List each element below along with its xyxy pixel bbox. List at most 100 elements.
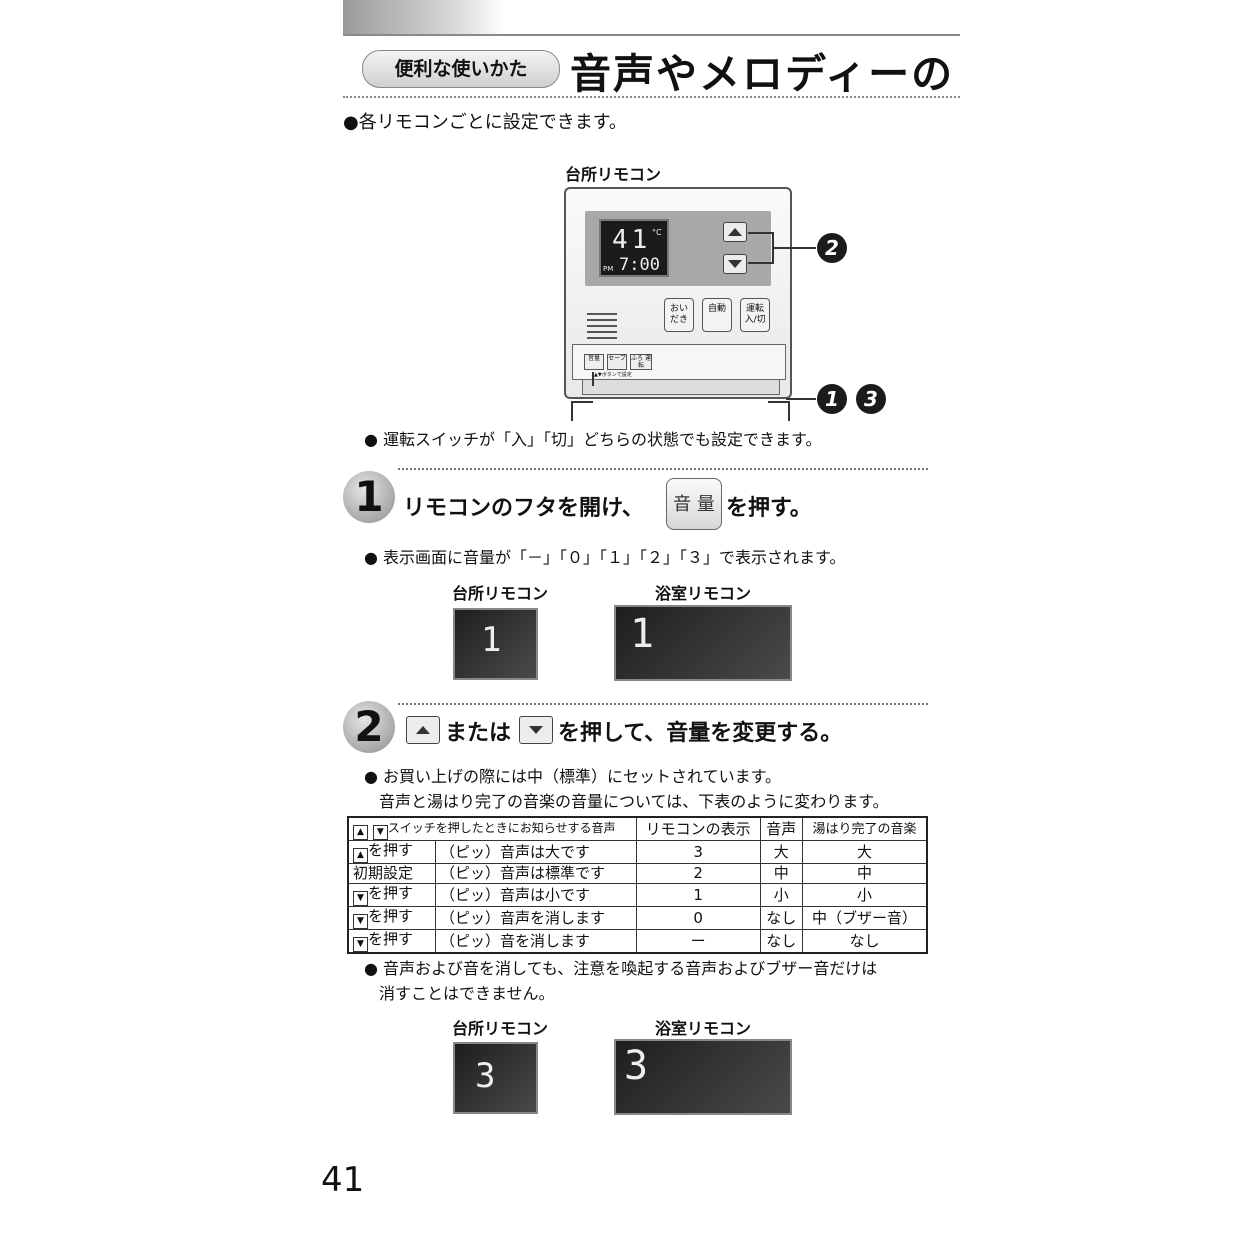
table-header-row: ▲ ▼スイッチを押したときにお知らせする音声 リモコンの表示 音声 湯はり完了の… [347, 816, 928, 841]
lcd-time: 7:00 [619, 255, 660, 275]
step-1-number: 1 [343, 471, 395, 523]
power-note: ● 運転スイッチが「入」「切」どちらの状態でも設定できます。 [364, 430, 822, 449]
header-rule [343, 34, 960, 36]
power-button[interactable]: 運転 入/切 [740, 298, 770, 332]
leader-line [748, 232, 774, 234]
volume-table: ▲ ▼スイッチを押したときにお知らせする音声 リモコンの表示 音声 湯はり完了の… [347, 816, 928, 954]
table-cell-voice: 小 [759, 883, 803, 907]
lid-bath-button[interactable]: ふろ 運転 [630, 354, 652, 370]
lid-save-button[interactable]: セーブ [607, 354, 627, 370]
kitchen-display: 1 [453, 608, 538, 680]
kitchen-label: 台所リモコン [452, 584, 549, 603]
down-box-icon: ▼ [372, 825, 388, 840]
lcd-temperature: 41 [612, 225, 652, 255]
callout-2-icon: 2 [817, 233, 847, 263]
step2-text-after: を押して、音量を変更する。 [558, 721, 843, 746]
table-cell-music: 大 [801, 840, 928, 864]
result-kitchen-display: 3 [453, 1042, 538, 1114]
table-row: ▲を押す （ピッ）音声は大です 3 大 大 [347, 840, 928, 864]
bath-display: 1 [614, 605, 792, 681]
step2-divider [398, 703, 928, 705]
table-cell-action: ▲を押す [347, 840, 436, 864]
table-cell-action: ▼を押す [347, 929, 436, 954]
leader-line [748, 262, 774, 264]
leader-line [592, 372, 594, 386]
step2-note-line2: 音声と湯はり完了の音楽の音量については、下表のように変わります。 [379, 792, 889, 811]
alert-note: ● 音声および音を消しても、注意を喚起する音声およびブザー音だけは [364, 959, 878, 978]
table-cell-display: 0 [635, 906, 761, 930]
down-box-icon: ▼ [353, 891, 368, 906]
remote-lcd [599, 219, 669, 277]
bath-label: 浴室リモコン [655, 584, 752, 603]
leader-line [772, 247, 816, 249]
table-row: 初期設定 （ピッ）音声は標準です 2 中 中 [347, 863, 928, 884]
lid-volume-button[interactable]: 音量 [584, 354, 604, 370]
result-bath-label: 浴室リモコン [655, 1019, 752, 1038]
remote-figure-label: 台所リモコン [565, 165, 662, 184]
alert-note-line1: 音声および音を消しても、注意を喚起する音声およびブザー音だけは [383, 959, 878, 978]
table-cell-voice: 中 [759, 863, 803, 884]
table-cell-action: ▼を押す [347, 883, 436, 907]
down-arrow-icon [529, 726, 543, 734]
table-cell-message: （ピッ）音声を消します [435, 906, 637, 930]
table-cell-display: 3 [635, 840, 761, 864]
speaker-grille-icon [587, 313, 617, 343]
lcd-unit: °C [652, 228, 662, 237]
intro-text: ●各リモコンごとに設定できます。 [343, 112, 627, 133]
down-box-icon: ▼ [353, 937, 368, 952]
down-arrow-icon [728, 260, 742, 268]
table-row: ▼を押す （ピッ）音を消します ー なし なし [347, 929, 928, 954]
table-cell-music: 小 [801, 883, 928, 907]
result-bath-display: 3 [614, 1039, 792, 1115]
table-cell-action: ▼を押す [347, 906, 436, 930]
volume-key-icon: 音 量 [666, 478, 722, 530]
alert-note-line2: 消すことはできません。 [379, 984, 555, 1003]
step-2-number: 2 [343, 701, 395, 753]
table-cell-voice: 大 [759, 840, 803, 864]
down-key-icon [519, 716, 553, 744]
step2-note: ● お買い上げの際には中（標準）にセットされています。 [364, 767, 781, 786]
section-label: 便利な使いかた [362, 50, 560, 88]
table-cell-action: 初期設定 [347, 863, 436, 884]
page-number: 41 [321, 1160, 365, 1200]
remote-up-button[interactable] [723, 222, 747, 242]
table-cell-message: （ピッ）音声は小です [435, 883, 637, 907]
header-gradient-bar [343, 0, 960, 36]
up-box-icon: ▲ [353, 848, 368, 863]
down-box-icon: ▼ [353, 914, 368, 929]
table-header-display: リモコンの表示 [635, 816, 761, 841]
remote-base [582, 380, 780, 395]
header-divider [343, 96, 960, 98]
result-kitchen-label: 台所リモコン [452, 1019, 549, 1038]
table-header-voice: 音声 [759, 816, 803, 841]
up-box-icon: ▲ [353, 825, 368, 840]
lid-caption: ▲▼ボタンで設定 [594, 372, 632, 378]
oidaki-button[interactable]: おい だき [664, 298, 694, 332]
up-arrow-icon [416, 726, 430, 734]
lcd-pm: PM [603, 265, 614, 273]
table-cell-voice: なし [759, 906, 803, 930]
table-row: ▼を押す （ピッ）音声を消します 0 なし 中（ブザー音） [347, 906, 928, 930]
auto-button[interactable]: 自動 [702, 298, 732, 332]
step1-note-text: 表示画面に音量が「－」「０」「１」「２」「３」で表示されます。 [383, 548, 846, 567]
table-cell-message: （ピッ）音声は大です [435, 840, 637, 864]
callout-1-icon: 1 [817, 384, 847, 414]
table-header-action: ▲ ▼スイッチを押したときにお知らせする音声 [347, 816, 637, 841]
table-cell-message: （ピッ）音を消します [435, 929, 637, 954]
remote-down-button[interactable] [723, 254, 747, 274]
bracket-left [571, 401, 593, 421]
up-key-icon [406, 716, 440, 744]
callout-3-icon: 3 [856, 384, 886, 414]
bracket-right [768, 401, 790, 421]
table-row: ▼を押す （ピッ）音声は小です 1 小 小 [347, 883, 928, 907]
table-cell-music: なし [801, 929, 928, 954]
table-cell-display: ー [635, 929, 761, 954]
step1-text-after: を押す。 [726, 496, 812, 521]
step1-note: ● 表示画面に音量が「－」「０」「１」「２」「３」で表示されます。 [364, 548, 846, 567]
table-cell-voice: なし [759, 929, 803, 954]
table-cell-message: （ピッ）音声は標準です [435, 863, 637, 884]
up-arrow-icon [728, 228, 742, 236]
page-title: 音声やメロディーの [570, 50, 955, 98]
step1-text-before: リモコンのフタを開け、 [403, 496, 644, 521]
leader-line [786, 398, 816, 400]
